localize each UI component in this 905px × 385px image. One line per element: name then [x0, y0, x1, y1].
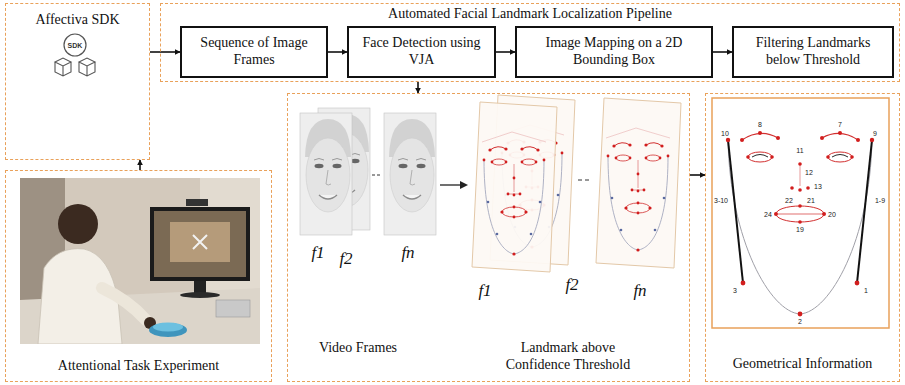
callout-number: 21	[807, 197, 815, 204]
frame-index: f1	[311, 244, 324, 261]
flow-arrow	[417, 82, 419, 93]
landmark-sheets-illustration	[472, 95, 681, 272]
process-box: Face Detection using VJA	[347, 26, 496, 78]
callout-number: 10	[721, 130, 729, 137]
frame-index: f2	[339, 250, 352, 267]
box-label: Sequence of Image Frames	[188, 35, 320, 69]
panel-caption: Landmark above Confidence Threshold	[488, 340, 648, 374]
flow-arrow	[139, 160, 141, 170]
experiment-panel: Attentional Task Experiment	[5, 170, 272, 382]
frame-index: f2	[565, 276, 578, 293]
frame-index: f1	[478, 282, 491, 299]
sdk-icon	[55, 34, 95, 76]
geometry-panel: Geometrical Information	[705, 93, 900, 382]
callout-number: 11	[796, 147, 803, 154]
flow-arrow	[496, 51, 515, 53]
sdk-panel: Affectiva SDK	[5, 3, 150, 160]
flow-arrow	[328, 51, 347, 53]
box-label: Image Mapping on a 2D Bounding Box	[523, 35, 705, 69]
callout-number: 3-10	[714, 197, 728, 204]
frame-index: fn	[401, 244, 414, 261]
process-box: Filtering Landmarks below Threshold	[732, 26, 894, 78]
flow-arrow	[150, 51, 180, 53]
experiment-photo	[20, 178, 260, 344]
callout-number: 12	[805, 169, 813, 176]
panel-title: Automated Facial Landmark Localization P…	[161, 6, 899, 23]
callout-number: 22	[785, 197, 793, 204]
geometry-illustration	[712, 98, 889, 328]
callout-number: 24	[764, 211, 772, 218]
callout-number: 19	[796, 226, 804, 233]
icon-label: SDK	[68, 42, 83, 49]
panel-caption: Attentional Task Experiment	[6, 358, 271, 375]
process-box: Image Mapping on a 2D Bounding Box	[515, 26, 713, 78]
box-label: Filtering Landmarks below Threshold	[740, 35, 886, 69]
callout-number: 1	[864, 287, 868, 294]
pipeline-panel: Sequence of Image Frames Face Detection u…	[160, 3, 900, 82]
callout-number: 9	[873, 130, 877, 137]
panel-caption: Geometrical Information	[706, 356, 899, 373]
callout-number: 7	[838, 121, 842, 128]
process-box: Sequence of Image Frames	[180, 26, 328, 78]
flow-arrow	[690, 174, 705, 176]
panel-title: Affectiva SDK	[6, 12, 149, 29]
callout-number: 3	[733, 287, 737, 294]
frames-panel: Video Frames Landmark above Confidence Th…	[287, 93, 690, 382]
panel-caption: Video Frames	[298, 340, 418, 357]
callout-number: 2	[798, 318, 802, 325]
box-label: Face Detection using VJA	[355, 35, 488, 69]
callout-number: 8	[758, 121, 762, 128]
callout-number: 20	[828, 211, 836, 218]
frame-index: fn	[633, 282, 646, 299]
callout-number: 1-9	[875, 197, 885, 204]
frames-arrow	[440, 181, 468, 189]
flow-arrow	[713, 51, 732, 53]
video-frames-illustration	[300, 108, 436, 235]
callout-number: 13	[814, 183, 822, 190]
